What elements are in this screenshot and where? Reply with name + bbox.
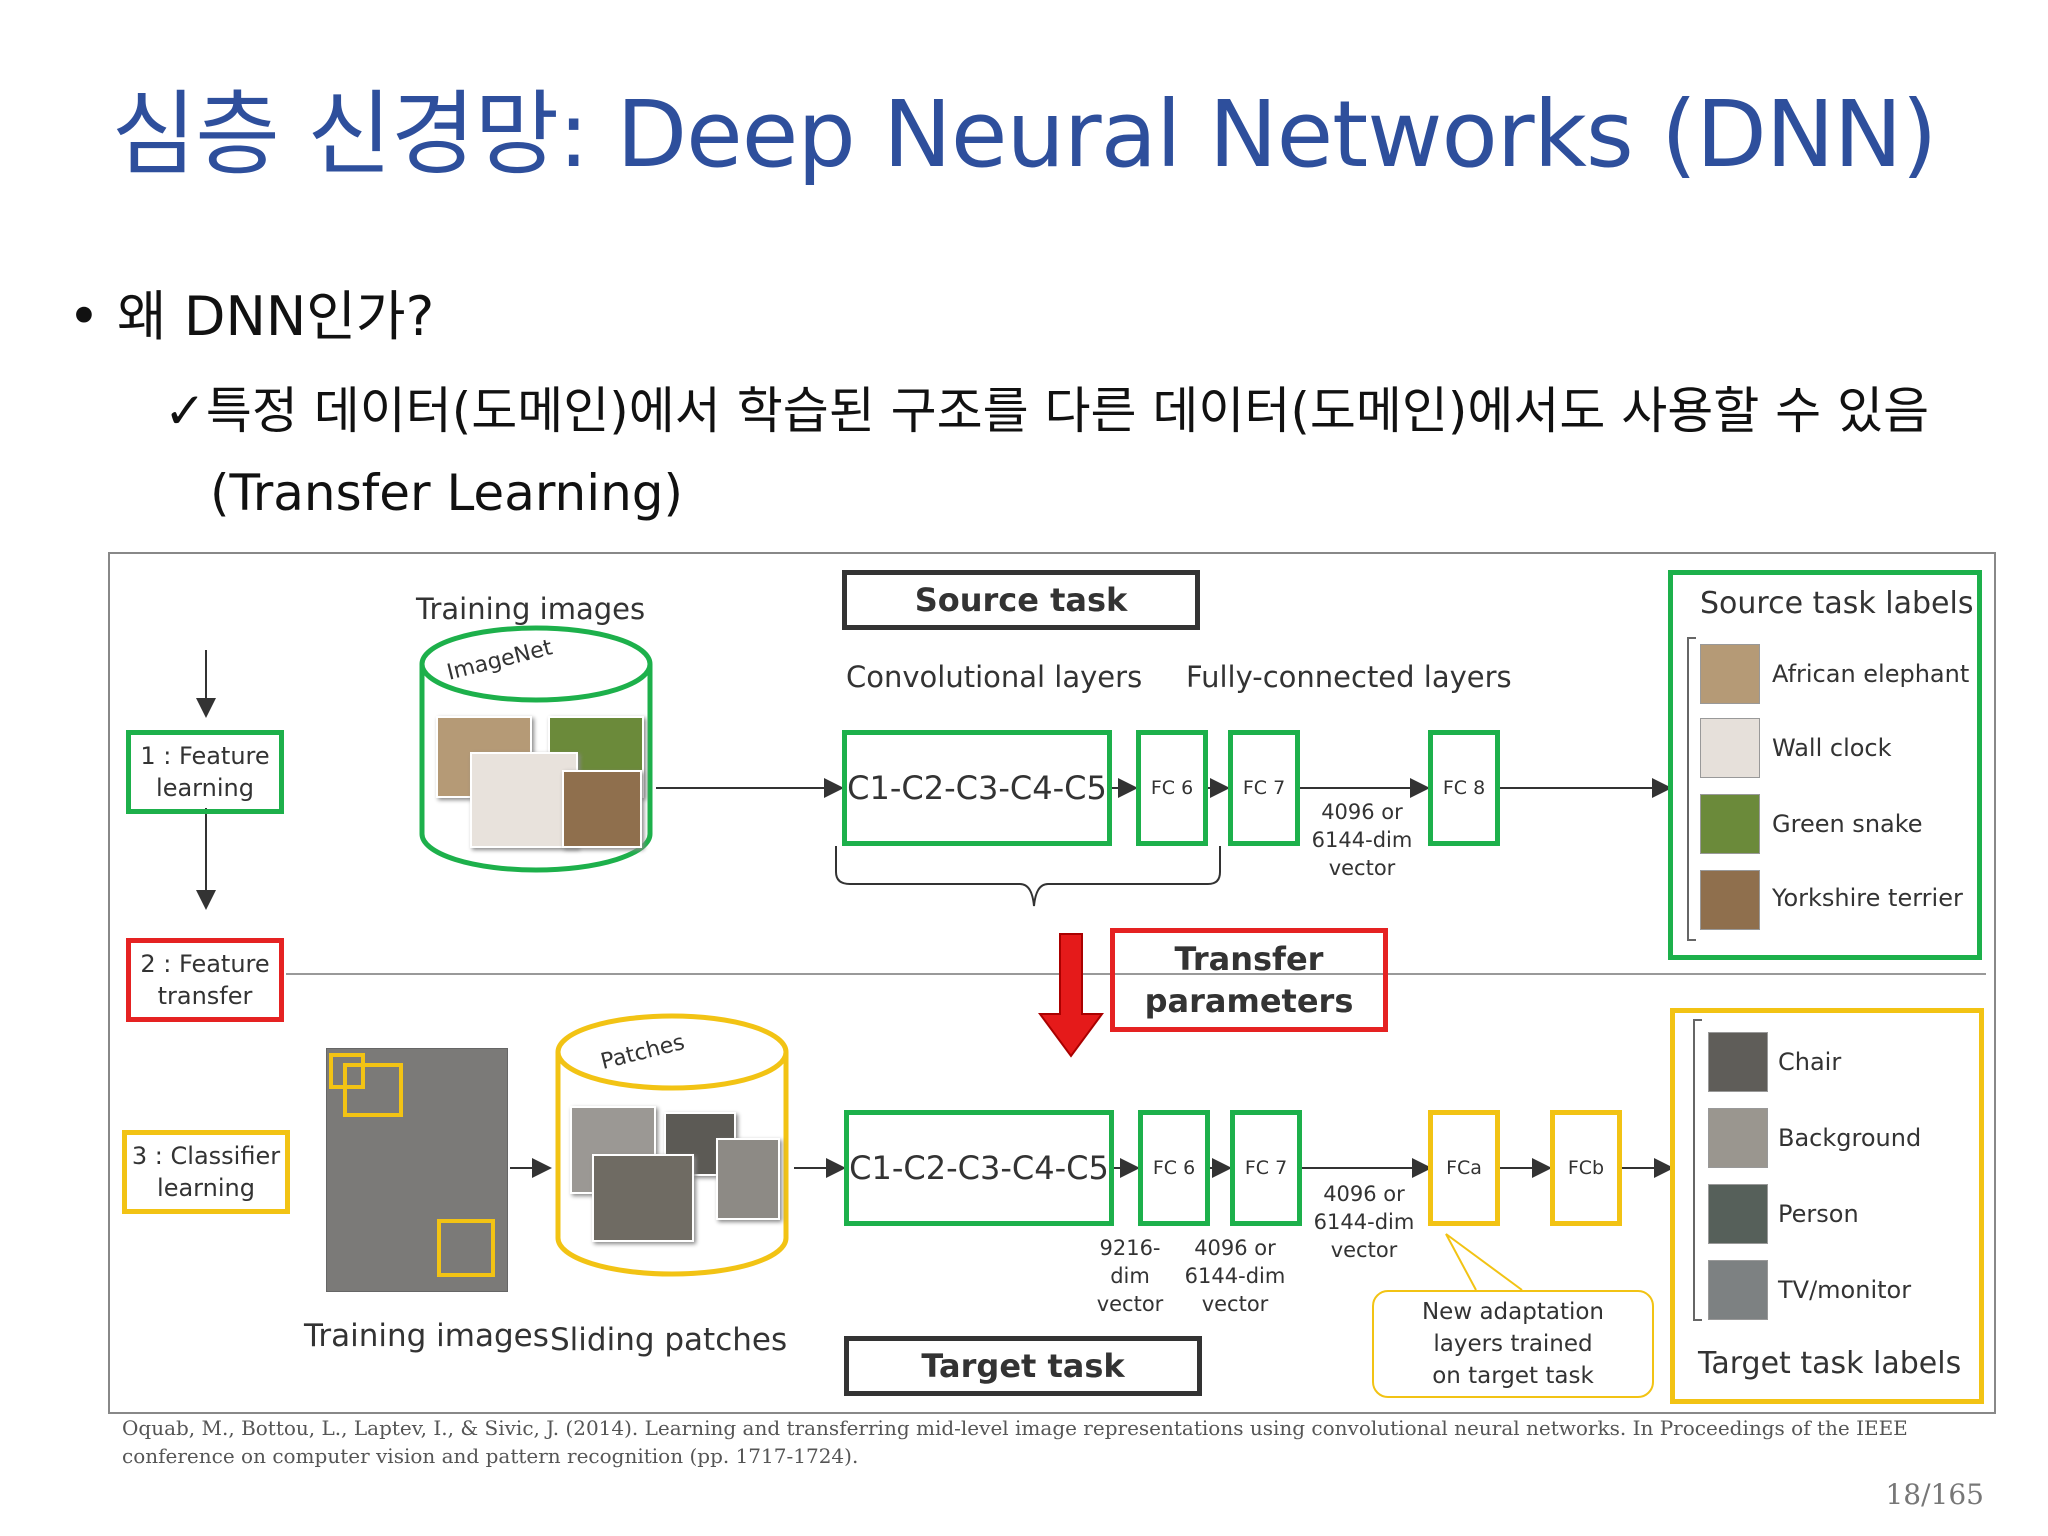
conv-brace: [835, 846, 1221, 907]
target-task-title: Target task: [844, 1336, 1202, 1396]
source-labels-panel: [1668, 570, 1982, 960]
source-training-images-label: Training images: [416, 592, 646, 626]
source-conv-block: C1-C2-C3-C4-C5: [842, 730, 1112, 846]
target-label-tv-monitor: TV/monitor: [1778, 1276, 1912, 1304]
target-fc6: FC 6: [1138, 1110, 1210, 1226]
adaptation-callout: [1445, 1233, 1523, 1291]
transfer-arrow: [1038, 933, 1104, 1058]
patch-box-2: [343, 1063, 403, 1117]
patch-photo-4: [716, 1138, 780, 1220]
target-label-person: Person: [1778, 1200, 1859, 1228]
target-labels-panel: [1670, 1008, 1984, 1404]
target-training-image: [326, 1048, 508, 1292]
target-labels-title: Target task labels: [1698, 1346, 1962, 1381]
slide-title: 심층 신경망: Deep Neural Networks (DNN): [111, 81, 1938, 188]
source-labels-title: Source task labels: [1700, 586, 1974, 621]
sliding-patches-label: Sliding patches: [550, 1322, 788, 1358]
target-label-background: Background: [1778, 1124, 1922, 1152]
clock-photo: [470, 752, 578, 848]
source-label-elephant: African elephant: [1772, 660, 1970, 688]
target-label-chair: Chair: [1778, 1048, 1842, 1076]
check-line-2: (Transfer Learning): [210, 464, 684, 522]
source-label-clock: Wall clock: [1772, 734, 1892, 762]
check-point: ✓특정 데이터(도메인)에서 학습된 구조를 다른 데이터(도메인)에서도 사용…: [164, 370, 1984, 534]
step-feature-transfer: 2 : Feature transfer: [126, 938, 284, 1022]
snake-thumbnail: [1700, 794, 1760, 854]
note-9216-dim: 9216-dim vector: [1096, 1236, 1164, 1316]
note-4096-fc6: 4096 or 6144-dim vector: [1184, 1236, 1286, 1316]
target-fcb: FCb: [1550, 1110, 1622, 1226]
patch-photo-3: [592, 1154, 694, 1242]
terrier-thumbnail: [1700, 870, 1760, 930]
transfer-learning-diagram: 1 : Feature learning 2 : Feature transfe…: [108, 552, 1996, 1414]
source-fc8: FC 8: [1428, 730, 1500, 846]
clock-thumbnail: [1700, 718, 1760, 778]
target-training-images-label: Training images: [304, 1318, 549, 1354]
source-fc7: FC 7: [1228, 730, 1300, 846]
person-thumbnail: [1708, 1184, 1768, 1244]
target-labels-bracket: [1693, 1019, 1702, 1321]
chair-thumbnail: [1708, 1032, 1768, 1092]
target-conv-block: C1-C2-C3-C4-C5: [844, 1110, 1114, 1226]
source-task-title: Source task: [842, 570, 1200, 630]
page-number: 18/165: [1885, 1478, 1984, 1511]
step-feature-learning: 1 : Feature learning: [126, 730, 284, 814]
target-fc7: FC 7: [1230, 1110, 1302, 1226]
step-classifier-learning: 3 : Classifier learning: [122, 1130, 290, 1214]
imagenet-photos: [436, 716, 644, 856]
source-labels-bracket: [1687, 637, 1696, 941]
elephant-thumbnail: [1700, 644, 1760, 704]
check-line-1: ✓특정 데이터(도메인)에서 학습된 구조를 다른 데이터(도메인)에서도 사용…: [164, 382, 1930, 440]
patch-box-3: [437, 1219, 495, 1277]
note-4096-fc7: 4096 or 6144-dim vector: [1313, 1182, 1415, 1262]
tv-monitor-thumbnail: [1708, 1260, 1768, 1320]
citation: Oquab, M., Bottou, L., Laptev, I., & Siv…: [122, 1416, 1908, 1468]
target-fca: FCa: [1428, 1110, 1500, 1226]
source-fc6: FC 6: [1136, 730, 1208, 846]
source-label-snake: Green snake: [1772, 810, 1923, 838]
transfer-parameters-box: Transfer parameters: [1110, 928, 1388, 1032]
source-vector-note: 4096 or 6144-dim vector: [1311, 800, 1413, 880]
terrier-photo: [562, 770, 642, 848]
conv-layers-header: Convolutional layers: [846, 660, 1143, 694]
fc-layers-header: Fully-connected layers: [1186, 660, 1512, 694]
patch-box-1: [329, 1053, 365, 1089]
patch-photos: [570, 1106, 780, 1246]
background-thumbnail: [1708, 1108, 1768, 1168]
bullet-question: • 왜 DNN인가?: [68, 285, 435, 348]
adaptation-note: New adaptation layers trained on target …: [1372, 1290, 1654, 1398]
source-label-terrier: Yorkshire terrier: [1772, 884, 1963, 912]
